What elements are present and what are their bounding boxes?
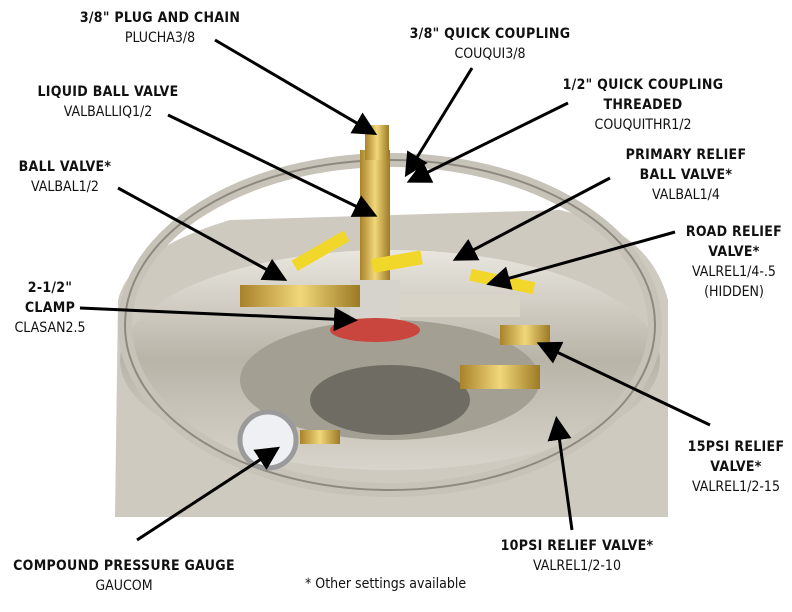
- callout-title-2: BALL VALVE*: [639, 167, 733, 183]
- arrow-primary-relief: [452, 176, 611, 261]
- callout-title: 1/2" QUICK COUPLING: [562, 77, 724, 93]
- arrow-quick-coupling-threaded: [406, 101, 569, 183]
- callout-liquid-ball-valve: LIQUID BALL VALVE VALBALLIQ1/2: [28, 82, 188, 122]
- arrow-15psi: [536, 341, 711, 427]
- callout-quick-coupling-threaded: 1/2" QUICK COUPLING THREADED COUQUITHR1/…: [553, 75, 733, 135]
- callout-code: COUQUI3/8: [454, 46, 526, 62]
- callout-title-2: VALVE*: [710, 459, 762, 475]
- callout-title-2: VALVE*: [708, 244, 760, 260]
- arrow-10psi: [547, 416, 574, 531]
- arrow-road-relief: [486, 230, 676, 290]
- callout-primary-relief: PRIMARY RELIEF BALL VALVE* VALBAL1/4: [616, 145, 756, 205]
- callout-title: PRIMARY RELIEF: [625, 147, 747, 163]
- callout-clamp: 2-1/2" CLAMP CLASAN2.5: [8, 278, 92, 338]
- callout-title: BALL VALVE*: [18, 159, 112, 175]
- arrow-liquid-ball-valve: [167, 113, 378, 217]
- callout-15psi-relief: 15PSI RELIEF VALVE* VALREL1/2-15: [680, 437, 792, 497]
- keg-photo: [115, 125, 668, 517]
- callout-title: 2-1/2": [27, 280, 73, 296]
- pressure-gauge: [237, 409, 299, 471]
- callout-code: COUQUITHR1/2: [594, 117, 692, 133]
- arrow-clamp: [79, 306, 358, 332]
- callout-code: VALREL1/4-.5: [692, 264, 776, 280]
- callout-code: PLUCHA3/8: [124, 30, 196, 46]
- clamp: [330, 318, 420, 342]
- callout-arrows: [79, 38, 711, 542]
- callout-plug-chain: 3/8" PLUG AND CHAIN PLUCHA3/8: [70, 8, 250, 48]
- callout-code: VALBAL1/4: [652, 187, 720, 203]
- arrow-plug-chain: [214, 38, 378, 136]
- callout-title: 10PSI RELIEF VALVE*: [500, 538, 654, 554]
- callout-title-2: CLAMP: [24, 300, 76, 316]
- arrow-ball-valve: [117, 186, 288, 281]
- callout-title: 15PSI RELIEF: [687, 439, 785, 455]
- callout-code: VALREL1/2-15: [692, 479, 780, 495]
- callout-code: VALBAL1/2: [31, 179, 99, 195]
- callout-pressure-gauge: COMPOUND PRESSURE GAUGE GAUCOM: [4, 556, 244, 596]
- callout-title: 3/8" PLUG AND CHAIN: [79, 10, 241, 26]
- arrow-quick-coupling: [404, 67, 474, 178]
- callout-code: VALBALLIQ1/2: [63, 104, 153, 120]
- callout-title: 3/8" QUICK COUPLING: [409, 26, 571, 42]
- callout-code: VALREL1/2-10: [533, 558, 621, 574]
- callout-ball-valve: BALL VALVE* VALBAL1/2: [10, 157, 120, 197]
- arrow-gauge: [136, 446, 281, 542]
- callout-title: COMPOUND PRESSURE GAUGE: [13, 558, 235, 574]
- callout-10psi-relief: 10PSI RELIEF VALVE* VALREL1/2-10: [492, 536, 662, 576]
- callout-note: (HIDDEN): [704, 284, 764, 300]
- callout-quick-coupling: 3/8" QUICK COUPLING COUQUI3/8: [390, 24, 590, 64]
- callout-code: CLASAN2.5: [14, 320, 86, 336]
- callout-title: LIQUID BALL VALVE: [37, 84, 179, 100]
- callout-code: GAUCOM: [95, 578, 153, 594]
- callout-road-relief: ROAD RELIEF VALVE* VALREL1/4-.5 (HIDDEN): [678, 222, 790, 302]
- footnote: * Other settings available: [305, 576, 467, 592]
- callout-title-2: THREADED: [603, 97, 683, 113]
- callout-title: ROAD RELIEF: [685, 224, 783, 240]
